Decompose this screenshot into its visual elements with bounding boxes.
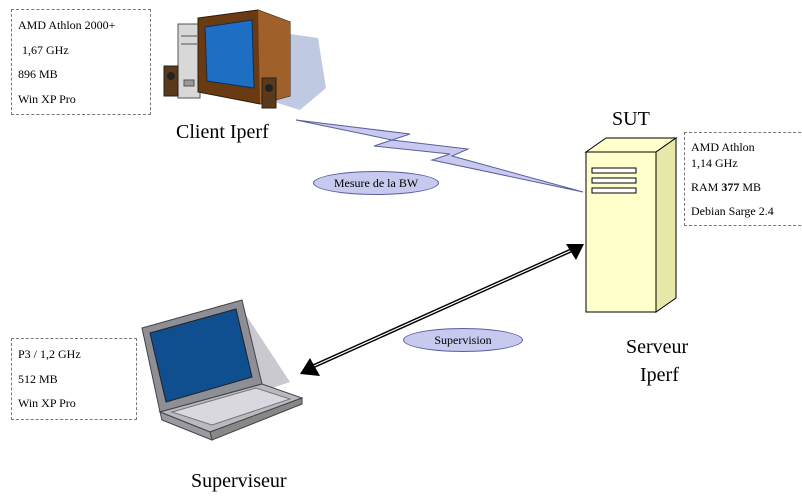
bandwidth-link <box>295 119 584 193</box>
client-frequency: 1,67 GHz <box>22 42 69 57</box>
bandwidth-label: Mesure de la BW <box>313 171 439 195</box>
server-ram-unit: MB <box>742 180 762 194</box>
server-label-line2: Iperf <box>640 364 679 386</box>
supervisor-os: Win XP Pro <box>18 396 76 410</box>
client-label: Client Iperf <box>176 121 269 143</box>
client-cpu: AMD Athlon 2000+ <box>18 18 116 32</box>
server-title: SUT <box>612 108 650 130</box>
supervision-label: Supervision <box>403 328 523 352</box>
supervisor-cpu: P3 / 1,2 GHz <box>18 347 81 361</box>
server-label-line1: Serveur <box>626 336 689 358</box>
server-ram-value: 377 <box>721 180 740 194</box>
supervisor-label: Superviseur <box>191 470 287 492</box>
server-os: Debian Sarge 2.4 <box>691 204 774 218</box>
server-ram: RAM 377 MB <box>691 179 799 195</box>
supervision-link <box>300 244 584 376</box>
client-ram: 896 MB <box>18 67 58 81</box>
server-cpu: AMD Athlon <box>691 140 755 154</box>
laptop-icon <box>141 299 304 441</box>
supervisor-ram: 512 MB <box>18 371 58 386</box>
supervisor-spec-box: P3 / 1,2 GHz 512 MB Win XP Pro <box>11 338 137 420</box>
server-spec-box: AMD Athlon 1,14 GHz RAM 377 MB Debian Sa… <box>684 132 802 226</box>
server-ram-prefix: RAM <box>691 180 719 194</box>
server-tower-icon <box>584 137 678 313</box>
desktop-computer-icon <box>163 9 326 110</box>
server-frequency: 1,14 GHz <box>691 156 738 170</box>
client-spec-box: AMD Athlon 2000+ 1,67 GHz 896 MB Win XP … <box>11 9 151 115</box>
client-os: Win XP Pro <box>18 91 76 106</box>
